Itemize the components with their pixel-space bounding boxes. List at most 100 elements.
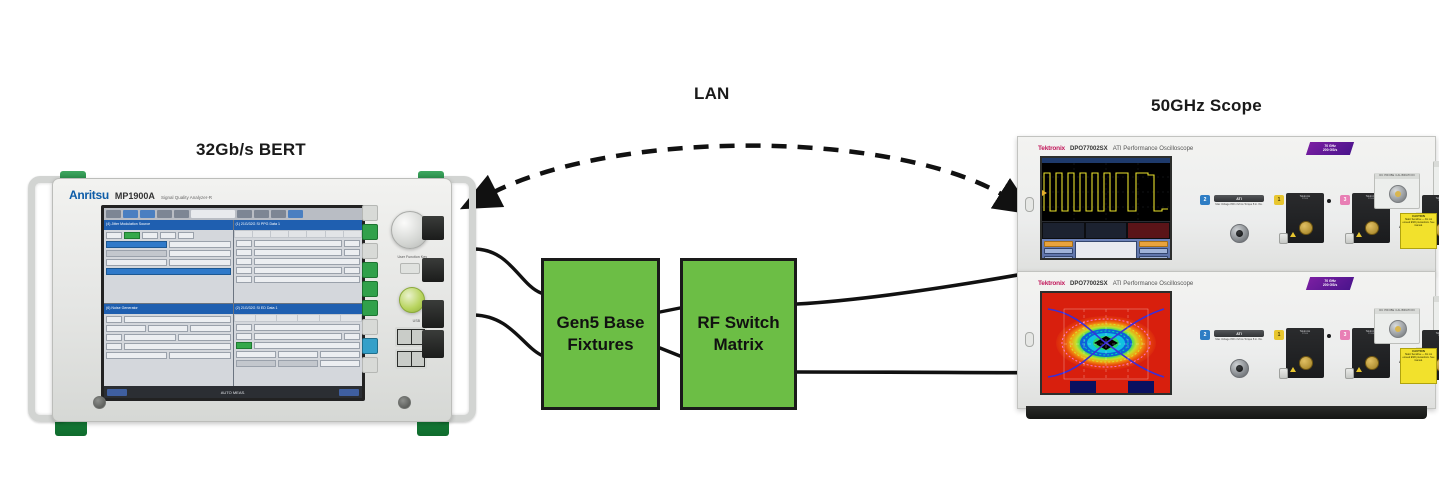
scope-bottom-subtitle: ATI Performance Oscilloscope <box>1112 281 1194 287</box>
block-rf-switch-matrix[interactable]: RF Switch Matrix <box>680 258 797 410</box>
scope-top-badge-line2: 200 GS/s <box>1322 147 1338 152</box>
soft-key-6[interactable] <box>362 300 378 316</box>
pane-noise-generator[interactable]: (6) Noise Generator <box>104 303 233 386</box>
probe-model-b-aux: P7600 <box>1422 335 1439 338</box>
soft-key-2[interactable] <box>362 224 378 240</box>
scope-bottom-caution-label: CAUTION Static Sensitive — Do not exceed… <box>1400 348 1437 384</box>
scope-bottom-ati-group: ATI Max Voltage 800 mVrms Torque 8 in. l… <box>1214 330 1264 378</box>
scope-top-menubar[interactable] <box>1042 158 1170 163</box>
scope-top-channel-badge-2: 2 <box>1200 195 1210 205</box>
pane-tabs-3[interactable] <box>233 313 362 322</box>
scope-bottom-ati-connector[interactable] <box>1230 359 1249 378</box>
bert-status-bar: AUTO MEAS. <box>104 386 362 398</box>
soft-key-9[interactable] <box>362 357 378 373</box>
soft-key-8[interactable] <box>362 338 378 354</box>
scope-top-ati-sub: Max Voltage 800 mVrms Torque 8 in. lbs. <box>1215 203 1263 206</box>
scope-bottom-base <box>1026 406 1427 419</box>
pane-ed-result[interactable]: (2) 21G/32G SI ED Data 1 <box>233 303 362 386</box>
probe-model-aux: P7600 <box>1422 200 1439 203</box>
toolbar-btn-open[interactable] <box>237 210 252 218</box>
scope-top-probe-ch1[interactable]: Tektronix P7600 <box>1286 193 1324 243</box>
scope-bottom-channel-badge-3: 3 <box>1340 330 1350 340</box>
bert-screen-panes: (4) Jitter Modulation Source (1) 21G/32G… <box>104 220 362 386</box>
scope-bottom-display[interactable] <box>1040 291 1172 395</box>
bert-connector-bottom-left[interactable] <box>93 396 106 409</box>
bert-module-slot-3[interactable] <box>422 300 444 328</box>
scope-top-model: DPO77002SX <box>1069 146 1108 152</box>
bert-chassis: Anritsu MP1900A Signal Quality Analyzer-… <box>52 178 452 422</box>
pane-tabs-1[interactable] <box>233 230 362 238</box>
scope-top-readout-bar <box>1042 221 1170 239</box>
scope-top-dc-probe-connector[interactable] <box>1389 185 1407 203</box>
toolbar-btn-system[interactable] <box>140 210 155 218</box>
toolbar-btn-output[interactable] <box>123 210 138 218</box>
label-lan: LAN <box>694 84 730 103</box>
instrument-scope-top[interactable]: Tektronix DPO77002SX ATI Performance Osc… <box>1017 136 1439 284</box>
scope-top-probe-latch-ch3[interactable] <box>1345 233 1354 244</box>
scope-top-display[interactable] <box>1040 156 1172 260</box>
bert-foot-left <box>55 418 87 436</box>
scope-top-ati-connector[interactable] <box>1230 224 1249 243</box>
scope-top-ati-label: ATI <box>1236 196 1242 201</box>
bert-connector-bottom-right[interactable] <box>398 396 411 409</box>
scope-bottom-dc-probe-connector[interactable] <box>1389 320 1407 338</box>
tektronix-logo-bottom: Tektronix <box>1038 280 1065 287</box>
toolbar-btn-misc2[interactable] <box>174 210 189 218</box>
soft-key-3[interactable] <box>362 243 378 259</box>
soft-key-7[interactable] <box>362 319 378 335</box>
pane-ppg-output[interactable]: (1) 21G/32G SI PPG Data 1 <box>233 220 362 303</box>
toolbar-btn-menu[interactable] <box>106 210 121 218</box>
toolbar-application-selector[interactable] <box>191 210 235 218</box>
bert-module-slot-4[interactable] <box>422 330 444 358</box>
bert-user-function-key[interactable] <box>400 263 420 274</box>
scope-bottom-usb-title: USB 3.0 <box>1434 296 1439 302</box>
pane-jitter-modulation-source[interactable]: (4) Jitter Modulation Source <box>104 220 233 303</box>
scope-top-setup-dialog[interactable] <box>1042 239 1170 258</box>
toolbar-btn-misc1[interactable] <box>157 210 172 218</box>
scope-bottom-badge-line2: 200 GS/s <box>1322 282 1338 287</box>
bert-screen-toolbar[interactable] <box>104 208 362 220</box>
scope-top-ati-header: ATI <box>1214 195 1264 202</box>
bert-module-slot-1[interactable] <box>422 216 444 240</box>
block-gen5-line2: Fixtures <box>567 335 634 354</box>
scope-bottom-dc-probe-title: DC PROBE CALIBRATION <box>1375 308 1419 314</box>
scope-bottom-probe-latch-ch1[interactable] <box>1279 368 1288 379</box>
status-chip-1 <box>107 388 127 396</box>
label-bert: 32Gb/s BERT <box>196 140 306 159</box>
soft-key-1[interactable] <box>362 205 378 221</box>
scope-top-dc-probe-panel: DC PROBE CALIBRATION <box>1374 173 1420 209</box>
anritsu-logo: Anritsu <box>69 188 109 202</box>
instrument-bert-mp1900a[interactable]: Anritsu MP1900A Signal Quality Analyzer-… <box>24 168 480 436</box>
scope-bottom-power-button[interactable] <box>1025 332 1034 347</box>
scope-bottom-eye-diagram <box>1042 293 1170 393</box>
soft-key-4[interactable] <box>362 262 378 278</box>
bert-module-slot-2[interactable] <box>422 258 444 282</box>
probe-model-ch1: P7600 <box>1301 198 1309 200</box>
bert-soft-key-column[interactable] <box>362 205 378 395</box>
bert-status-text: AUTO MEAS. <box>220 389 246 395</box>
instrument-scope-bottom[interactable]: Tektronix DPO77002SX ATI Performance Osc… <box>1017 271 1439 419</box>
bert-lcd-display[interactable]: (4) Jitter Modulation Source (1) 21G/32G… <box>101 205 365 401</box>
toolbar-btn-help[interactable] <box>271 210 286 218</box>
toolbar-btn-close[interactable] <box>288 210 303 218</box>
scope-bottom-probe-dot-ch1 <box>1327 334 1331 338</box>
cable-bert-to-fixtures-1 <box>472 247 543 295</box>
probe-brand-aux: Tektronix <box>1435 197 1439 200</box>
scope-top-power-button[interactable] <box>1025 197 1034 212</box>
toolbar-btn-save[interactable] <box>254 210 269 218</box>
scope-bottom-probe-latch-ch3[interactable] <box>1345 368 1354 379</box>
block-gen5-line1: Gen5 Base <box>556 313 645 333</box>
soft-key-5[interactable] <box>362 281 378 297</box>
scope-top-dialog-canvas <box>1074 241 1138 258</box>
probe-brand-b-aux: Tektronix <box>1435 332 1439 335</box>
block-gen5-base-fixtures[interactable]: Gen5 Base Fixtures <box>541 258 660 410</box>
bert-usb-ports-lower[interactable] <box>395 349 427 369</box>
cable-fixtures-to-switch-1 <box>658 306 682 314</box>
scope-top-waveform <box>1042 163 1170 221</box>
scope-bottom-probe-ch1[interactable]: Tektronix P7600 <box>1286 328 1324 378</box>
scope-bottom-spec-badge: 70 GHz 200 GS/s <box>1305 277 1355 290</box>
bert-usb-ports-upper[interactable] <box>395 327 427 347</box>
probe-model-b-ch3: P7600 <box>1367 333 1375 335</box>
scope-top-probe-latch-ch1[interactable] <box>1279 233 1288 244</box>
scope-bottom-channel-badge-2: 2 <box>1200 330 1210 340</box>
